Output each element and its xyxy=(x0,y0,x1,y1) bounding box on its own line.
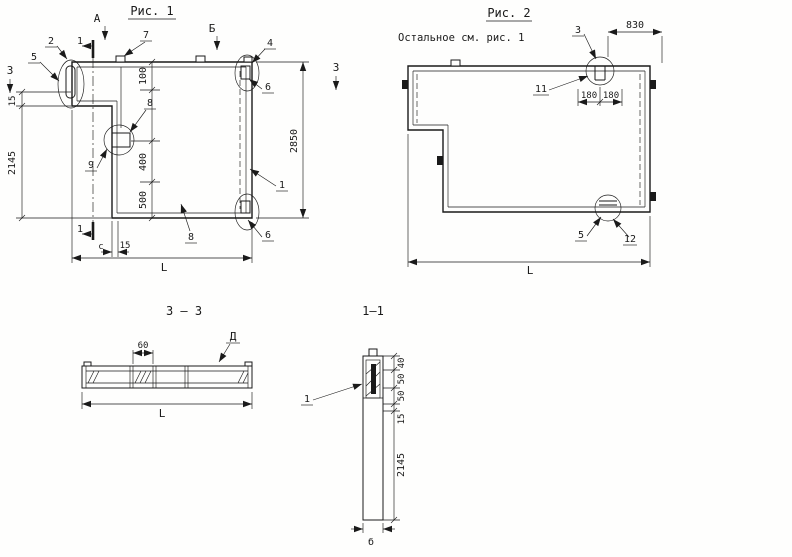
fig2-tab-right-top xyxy=(650,80,656,89)
fig2-loop xyxy=(450,59,461,67)
fig1-cut-marker-top: 1 xyxy=(77,36,83,47)
fig1-callout-6-top: 6 xyxy=(265,82,271,93)
fig2-callout-5: 5 xyxy=(578,230,584,241)
fig1-callout-9: 9 xyxy=(88,160,94,171)
section-3-3-end-tab-right xyxy=(244,361,253,367)
fig1-section-marker-right: 3 xyxy=(333,61,340,74)
section-1-1-callout-1: 1 xyxy=(304,394,310,405)
fig2-panel-outline xyxy=(407,65,651,213)
fig2-dim-830: 830 xyxy=(626,20,644,31)
section-3-3-strip xyxy=(81,365,253,389)
fig2-dim-180-left: 180 xyxy=(581,91,597,101)
fig1-view-marker-a: А xyxy=(94,12,101,25)
fig1-dim-400: 400 xyxy=(138,153,149,171)
section-3-3-dim-60: 60 xyxy=(138,341,149,351)
fig1-dim-15-bottom: 15 xyxy=(120,241,131,251)
fig1-detail-bottom-right xyxy=(240,200,251,214)
fig1-detail-inner xyxy=(111,132,131,148)
fig1-section-marker-left: 3 xyxy=(7,64,14,77)
fig2-tab-right-bottom xyxy=(650,192,656,201)
section-3-3-dim-L: L xyxy=(159,407,166,420)
fig2-note: Остальное см. рис. 1 xyxy=(398,32,524,44)
fig1-callout-4: 4 xyxy=(267,38,273,49)
fig1-loop-left xyxy=(115,55,126,63)
section-3-3: 3 — 3 60 Д L xyxy=(81,304,253,420)
figure-2: Рис. 2 Остальное см. рис. 1 3 11 xyxy=(398,6,663,277)
section-1-1-dim-15: 15 xyxy=(397,414,407,425)
fig1-callout-8-top: 8 xyxy=(147,98,153,109)
fig1-dim-15-left: 15 xyxy=(8,96,18,107)
section-1-1-embed-bar xyxy=(371,364,376,394)
section-1-1-dim-50-b: 50 xyxy=(397,391,407,402)
fig1-dim-100: 100 xyxy=(138,67,149,85)
fig1-detail-top-right xyxy=(240,65,251,80)
fig2-title: Рис. 2 xyxy=(487,6,530,20)
section-1-1-loop xyxy=(368,348,378,357)
section-3-3-title: 3 — 3 xyxy=(166,304,202,318)
fig2-detail-circle-br xyxy=(594,194,622,222)
figure-1: Рис. 1 1 1 с А xyxy=(7,4,340,274)
fig1-detail-circle-br xyxy=(234,193,260,231)
fig1-corner-slot xyxy=(65,65,76,99)
fig2-callout-12: 12 xyxy=(624,234,636,245)
fig1-callout-5: 5 xyxy=(31,52,37,63)
fig1-callout-7: 7 xyxy=(143,30,149,41)
section-3-3-end-tab-left xyxy=(83,361,92,367)
fig1-cut-marker-suffix: с xyxy=(98,242,103,252)
fig1-title: Рис. 1 xyxy=(130,4,173,18)
fig1-dim-L: L xyxy=(161,261,168,274)
fig2-callout-11: 11 xyxy=(535,84,547,95)
fig2-tab-notch xyxy=(437,156,443,165)
fig1-detail-circle-tl xyxy=(57,59,85,109)
section-1-1-title: 1—1 xyxy=(362,304,384,318)
fig1-dim-2850: 2850 xyxy=(289,129,300,153)
fig1-cut-marker-bottom: 1 xyxy=(77,224,83,235)
section-1-1-dim-50-a: 50 xyxy=(397,374,407,385)
fig1-detail-circle-tr xyxy=(234,54,260,92)
fig1-dim-500: 500 xyxy=(138,191,149,209)
fig1-callout-6-bottom: 6 xyxy=(265,230,271,241)
fig1-dim-2145: 2145 xyxy=(7,151,18,175)
section-1-1-dim-40: 40 xyxy=(397,358,407,369)
fig2-dim-180-right: 180 xyxy=(603,91,619,101)
fig2-tab-left xyxy=(402,80,408,89)
fig1-detail-circle-mid xyxy=(103,124,135,156)
section-1-1-dim-b: б xyxy=(368,536,374,548)
fig1-corner-tab xyxy=(243,56,253,63)
fig1-view-marker-b: Б xyxy=(209,22,216,35)
fig2-detail-circle-tr xyxy=(585,56,615,86)
section-3-3-marker-d: Д xyxy=(230,330,237,343)
fig2-dim-L: L xyxy=(527,264,534,277)
fig1-panel-outline xyxy=(71,61,253,219)
fig2-callout-3: 3 xyxy=(575,25,581,36)
fig1-callout-2: 2 xyxy=(48,36,54,47)
fig1-callout-1-right: 1 xyxy=(279,180,285,191)
fig1-loop-right xyxy=(195,55,206,63)
fig1-callout-8-bottom: 8 xyxy=(188,232,194,243)
section-1-1-dim-2145: 2145 xyxy=(396,453,407,477)
section-1-1: 1—1 40 50 50 15 2145 1 xyxy=(301,304,407,548)
